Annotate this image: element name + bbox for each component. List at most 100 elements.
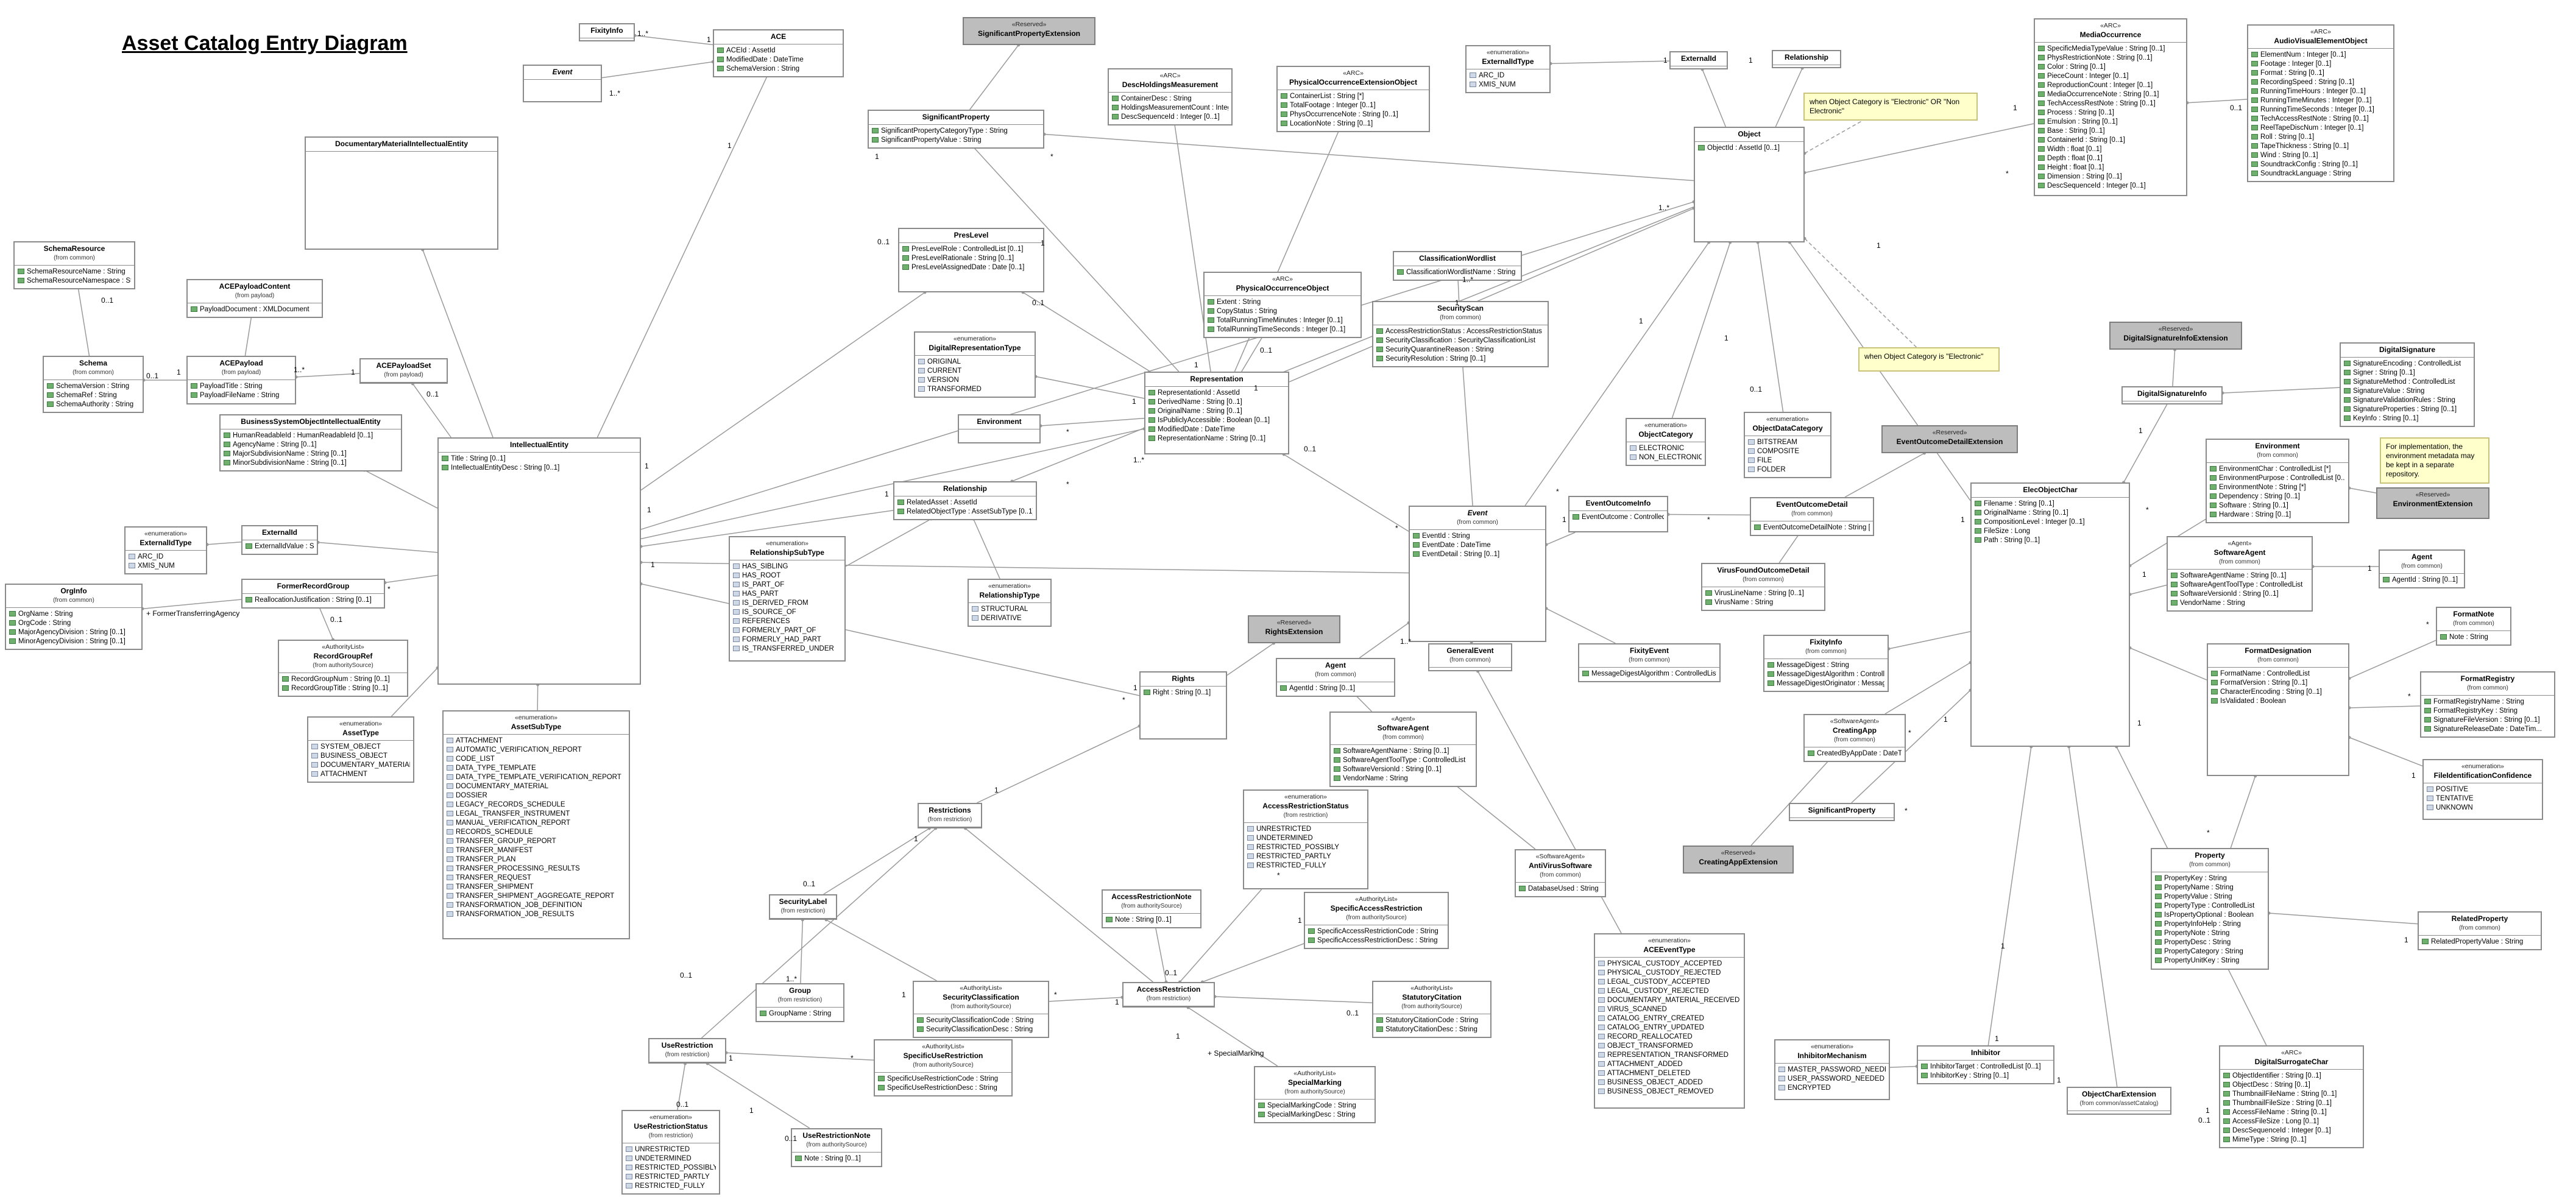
- class-object-char-extension[interactable]: ObjectCharExtension(from common/assetCat…: [2067, 1087, 2171, 1115]
- class-use-restriction-note[interactable]: UseRestrictionNote(from authoritySource)…: [791, 1128, 882, 1167]
- class-package: (from restriction): [1146, 995, 1191, 1002]
- class-environment[interactable]: Environment(from common)EnvironmentChar …: [2206, 439, 2349, 523]
- class-digital-signature-info[interactable]: DigitalSignatureInfo: [2121, 386, 2223, 404]
- class-event-outcome-detail-extension[interactable]: «Reserved»EventOutcomeDetailExtension: [1881, 425, 2018, 453]
- class-agent[interactable]: Agent(from common)AgentId : String [0..1…: [1276, 658, 1395, 697]
- class-access-restriction-status[interactable]: «enumeration»AccessRestrictionStatus(fro…: [1243, 789, 1368, 889]
- class-virus-found-outcome-detail[interactable]: VirusFoundOutcomeDetail(from common)Viru…: [1701, 563, 1825, 611]
- class-header: «ARC»DescHoldingsMeasurement: [1109, 69, 1231, 93]
- class-header: «AuthorityList»SpecialMarking(from autho…: [1255, 1067, 1375, 1100]
- class-schema-resource[interactable]: SchemaResource(from common)SchemaResourc…: [13, 241, 135, 289]
- class-related-property[interactable]: RelatedProperty(from common)RelatedPrope…: [2418, 911, 2542, 950]
- note-note2[interactable]: when Object Category is "Electronic": [1858, 347, 2000, 372]
- class-file-identification-confidence[interactable]: «enumeration»FileIdentificationConfidenc…: [2422, 759, 2543, 820]
- note-note1[interactable]: when Object Category is "Electronic" OR …: [1803, 93, 1978, 121]
- class-use-restriction-status[interactable]: «enumeration»UseRestrictionStatus(from r…: [621, 1110, 720, 1195]
- class-access-restriction-note[interactable]: AccessRestrictionNote(from authoritySour…: [1102, 889, 1201, 928]
- class-environment-extension[interactable]: «Reserved»EnvironmentExtension: [2376, 487, 2489, 519]
- class-property[interactable]: Property(from common)PropertyKey : Strin…: [2151, 848, 2269, 970]
- class-rights-extension[interactable]: «Reserved»RightsExtension: [1248, 615, 1340, 643]
- class-statutory-citation[interactable]: «AuthorityList»StatutoryCitation(from au…: [1372, 981, 1491, 1038]
- class-special-marking[interactable]: «AuthorityList»SpecialMarking(from autho…: [1254, 1066, 1376, 1123]
- class-significant-property[interactable]: SignificantProperty: [1789, 803, 1895, 821]
- class-acepayload-content[interactable]: ACEPayloadContent(from payload)PayloadDo…: [186, 279, 323, 318]
- class-software-agent[interactable]: «Agent»SoftwareAgent(from common)Softwar…: [1329, 711, 1477, 787]
- class-package: (from payload): [384, 372, 423, 378]
- class-name: DigitalSurrogateChar: [2254, 1058, 2329, 1066]
- class-significant-property-extension[interactable]: «Reserved»SignificantPropertyExtension: [963, 17, 1095, 45]
- class-record-group-ref[interactable]: «AuthorityList»RecordGroupRef(from autho…: [278, 640, 408, 697]
- multiplicity-label: 1: [2013, 104, 2017, 112]
- class-security-label[interactable]: SecurityLabel(from restriction): [769, 894, 837, 920]
- class-format-registry[interactable]: FormatRegistry(from common)FormatRegistr…: [2420, 671, 2555, 738]
- class-security-scan[interactable]: SecurityScan(from common)AccessRestricti…: [1372, 301, 1549, 367]
- class-group[interactable]: Group(from restriction)GroupName : Strin…: [755, 983, 844, 1022]
- class-fixity-info[interactable]: FixityInfo(from common)MessageDigest : S…: [1763, 635, 1889, 692]
- class-event-outcome-detail[interactable]: EventOutcomeDetail(from common)EventOutc…: [1750, 497, 1874, 536]
- class-fixity-info[interactable]: FixityInfo: [579, 23, 635, 41]
- class-agent[interactable]: Agent(from common)AgentId : String [0..1…: [2379, 549, 2465, 588]
- class-digital-signature-info-extension[interactable]: «Reserved»DigitalSignatureInfoExtension: [2109, 322, 2242, 350]
- class-format-note[interactable]: FormatNote(from common)Note : String: [2436, 607, 2511, 646]
- class-format-designation[interactable]: FormatDesignation(from common)FormatName…: [2207, 643, 2349, 776]
- class-creating-app[interactable]: «SoftwareAgent»CreatingApp(from common)C…: [1803, 714, 1906, 762]
- class-anti-virus-software[interactable]: «SoftwareAgent»AntiVirusSoftware(from co…: [1515, 849, 1606, 897]
- class-restrictions[interactable]: Restrictions(from restriction): [918, 803, 982, 828]
- class-creating-app-extension[interactable]: «Reserved»CreatingAppExtension: [1683, 846, 1794, 874]
- attribute-list: ContainerList : String [*]TotalFootage :…: [1278, 90, 1429, 131]
- class-acepayload-set[interactable]: ACEPayloadSet(from payload): [359, 358, 448, 384]
- class-relationship[interactable]: Relationship: [1772, 50, 1841, 68]
- class-schema[interactable]: Schema(from common)SchemaVersion : Strin…: [43, 356, 144, 413]
- class-fixity-event[interactable]: FixityEvent(from common)MessageDigestAlg…: [1578, 643, 1721, 682]
- class-acepayload[interactable]: ACEPayload(from payload)PayloadTitle : S…: [186, 356, 296, 404]
- class-software-agent[interactable]: «Agent»SoftwareAgent(from common)Softwar…: [2167, 536, 2313, 612]
- class-use-restriction[interactable]: UseRestriction(from restriction): [648, 1038, 726, 1064]
- class-environment[interactable]: Environment: [958, 414, 1041, 443]
- class-specific-use-restriction[interactable]: «AuthorityList»SpecificUseRestriction(fr…: [874, 1039, 1013, 1096]
- class-external-id[interactable]: ExternalId: [1669, 51, 1728, 69]
- class-access-restriction[interactable]: AccessRestriction(from restriction): [1122, 982, 1215, 1008]
- class-documentary-material-intellectual-entity[interactable]: DocumentaryMaterialIntellectualEntity: [305, 136, 498, 250]
- class-event[interactable]: Event: [523, 65, 602, 102]
- note-note3[interactable]: For implementation, the environment meta…: [2380, 437, 2489, 484]
- class-specific-access-restriction[interactable]: «AuthorityList»SpecificAccessRestriction…: [1304, 892, 1449, 949]
- class-general-event[interactable]: GeneralEvent(from common): [1428, 643, 1512, 671]
- class-security-classification[interactable]: «AuthorityList»SecurityClassification(fr…: [913, 981, 1049, 1038]
